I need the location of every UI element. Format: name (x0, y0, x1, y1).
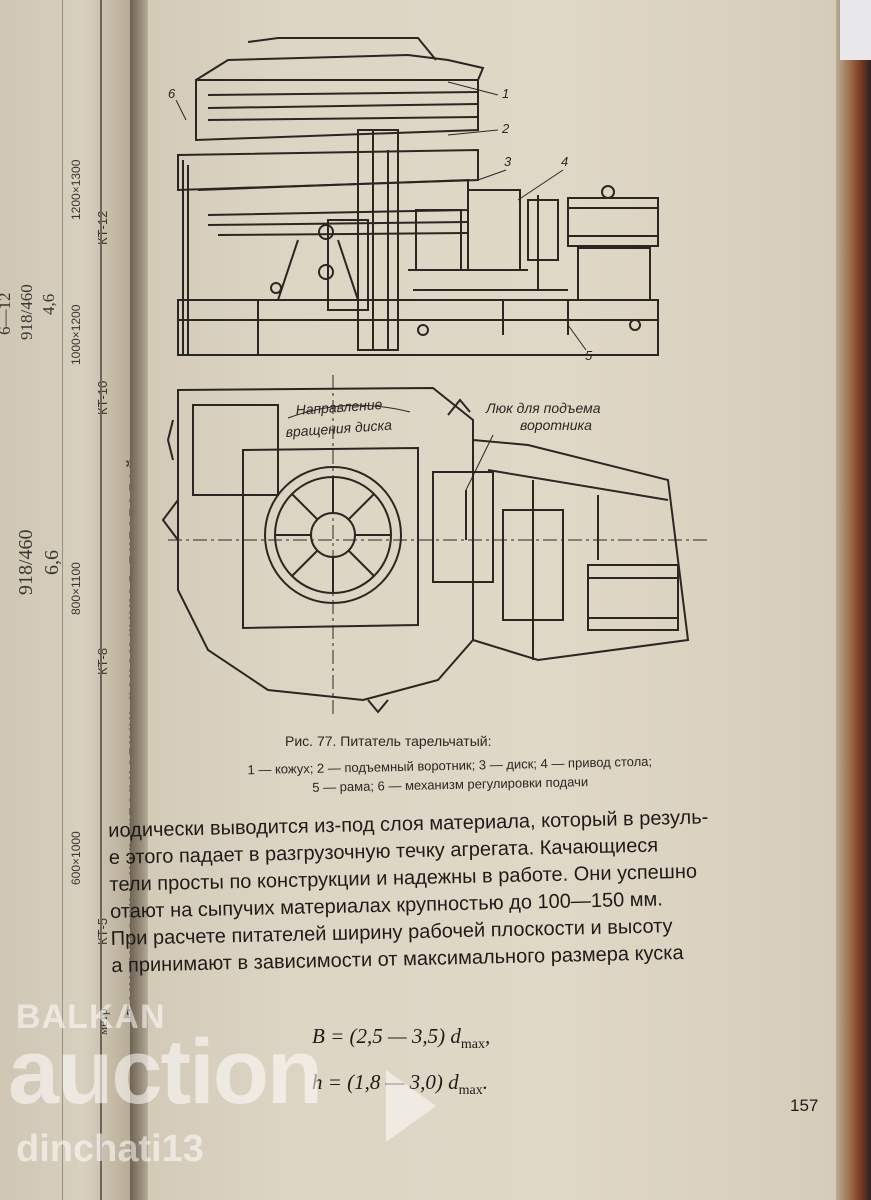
body-paragraph: иодически выводится из-под слоя материал… (108, 802, 811, 980)
formula-width: B = (2,5 — 3,5) dmax, (312, 1024, 490, 1053)
watermark-cursor-icon (386, 1070, 436, 1142)
formula-width-tail: , (485, 1024, 491, 1048)
figure-caption: Рис. 77. Питатель тарельчатый: (285, 733, 492, 749)
fragment-value-4: 918/460 (17, 284, 36, 340)
label-2: 2 (501, 121, 510, 136)
table-rule (62, 0, 63, 1200)
direction-label-2: вращения диска (285, 417, 392, 440)
book-edge (836, 0, 871, 1200)
plan-view (161, 375, 708, 715)
formula-height-tail: . (482, 1070, 488, 1094)
label-4: 4 (561, 154, 568, 169)
side-view-labels: 1 2 3 4 5 6 (168, 86, 593, 363)
formula-width-body: B = (2,5 — 3,5) d (312, 1024, 461, 1048)
column-head-kt12: КТ-12 (95, 210, 110, 245)
book-gutter (130, 0, 152, 1200)
technical-drawing: 1 2 3 4 5 6 (161, 37, 708, 715)
watermark-brand-main: auction (8, 1021, 323, 1123)
watermark-seller: dinchati13 (16, 1128, 204, 1170)
side-view-leaders (175, 81, 587, 351)
fragment-value-2: 6,6 (41, 550, 63, 575)
label-6: 6 (168, 86, 176, 101)
row-value-2: 800×1100 (69, 562, 83, 615)
right-page (148, 0, 838, 1200)
watermark-brand-top: BALKAN (16, 998, 166, 1036)
fragment-value-5: 4,6 (39, 293, 58, 315)
column-head-kt8: КТ-8 (95, 647, 110, 675)
formula-height-sub: max (458, 1083, 483, 1099)
plan-view-labels: Направление вращения диска Люк для подъе… (285, 396, 601, 440)
column-head-kt5: КТ-5 (95, 917, 110, 945)
fragment-value-1: 918/460 (15, 529, 37, 595)
table-rule (100, 0, 102, 1200)
side-view (177, 37, 659, 356)
hatch-label-2: воротника (520, 417, 592, 433)
page-number: 157 (790, 1096, 819, 1115)
row-value-1: 600×1000 (69, 831, 83, 885)
column-head-kt10: КТ-10 (95, 380, 110, 415)
hatch-label-1: Люк для подъема (485, 400, 601, 416)
row-value-4: 1200×1300 (69, 159, 83, 220)
label-5: 5 (585, 348, 593, 363)
background-strip (840, 0, 871, 60)
fragment-value-3: 6—12 (0, 292, 14, 336)
label-1: 1 (502, 86, 509, 101)
left-page: Технические характеристики качающихся пи… (0, 0, 140, 1200)
row-value-3: 1000×1200 (69, 304, 83, 365)
formula-width-sub: max (460, 1037, 486, 1053)
direction-label-1: Направление (295, 396, 383, 418)
label-3: 3 (504, 154, 512, 169)
plan-view-leaders (287, 404, 494, 491)
